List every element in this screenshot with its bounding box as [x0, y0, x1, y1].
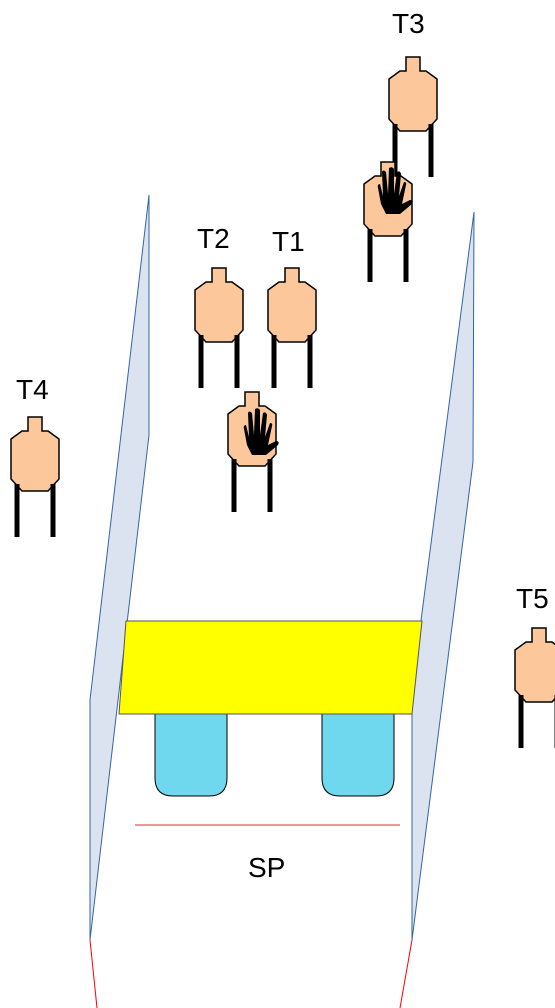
table	[118, 620, 423, 715]
target-t2: T2	[195, 223, 243, 388]
target-t2-label: T2	[197, 223, 230, 254]
target-t3: T3	[389, 8, 437, 177]
target-t3-label: T3	[392, 8, 425, 39]
target-t4-label: T4	[16, 374, 49, 405]
noshoot-ns1	[364, 162, 413, 282]
left-wall	[89, 194, 150, 941]
target-t5-label: T5	[516, 583, 549, 614]
noshoot-ns2	[228, 392, 279, 512]
fault-line-left	[89, 939, 98, 1008]
target-t5: T5	[515, 583, 555, 748]
target-t1: T1	[268, 226, 316, 388]
right-wall	[411, 211, 475, 941]
target-t4: T4	[11, 374, 59, 537]
start-position-label: SP	[248, 852, 285, 883]
fault-line-right	[399, 939, 413, 1008]
target-t1-label: T1	[272, 226, 305, 257]
barrel-right	[321, 713, 395, 797]
barrel-left	[154, 713, 228, 797]
